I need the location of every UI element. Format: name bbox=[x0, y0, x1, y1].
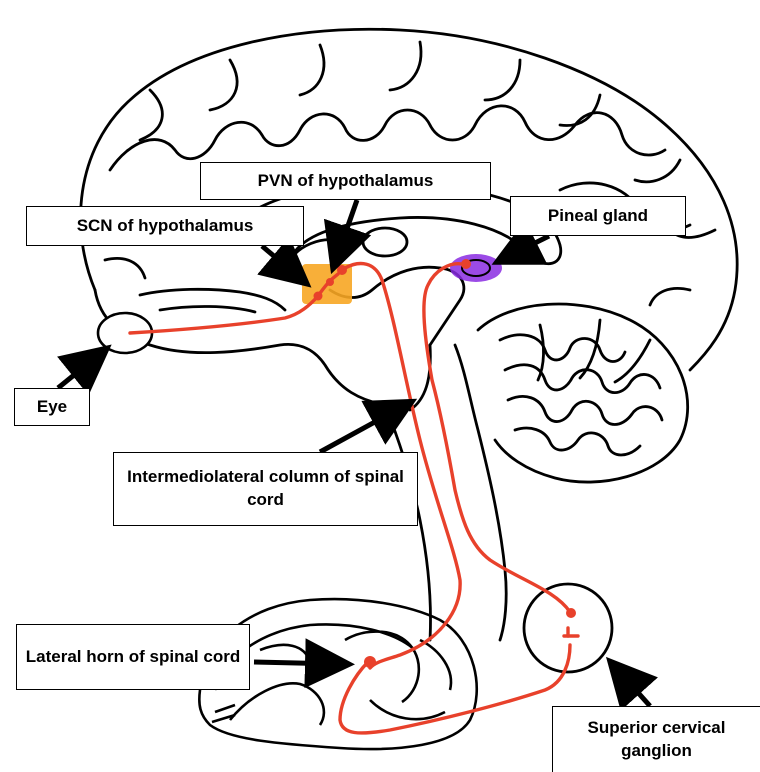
eye-label: Eye bbox=[14, 388, 90, 426]
scg-label: Superior cervical ganglion bbox=[552, 706, 760, 772]
arrow-scg bbox=[616, 668, 650, 706]
lateral-horn-label: Lateral horn of spinal cord bbox=[16, 624, 250, 690]
pineal-label: Pineal gland bbox=[510, 196, 686, 236]
iml-label: Intermediolateral column of spinal cord bbox=[113, 452, 418, 526]
arrow-iml bbox=[320, 406, 404, 452]
scn-label: SCN of hypothalamus bbox=[26, 206, 304, 246]
arrow-pvn bbox=[336, 200, 357, 260]
brain-outline bbox=[81, 29, 738, 640]
arrow-eye bbox=[58, 354, 100, 388]
pvn-label: PVN of hypothalamus bbox=[200, 162, 491, 200]
pineal-highlight bbox=[450, 254, 502, 282]
arrow-lateral-horn bbox=[254, 662, 340, 664]
